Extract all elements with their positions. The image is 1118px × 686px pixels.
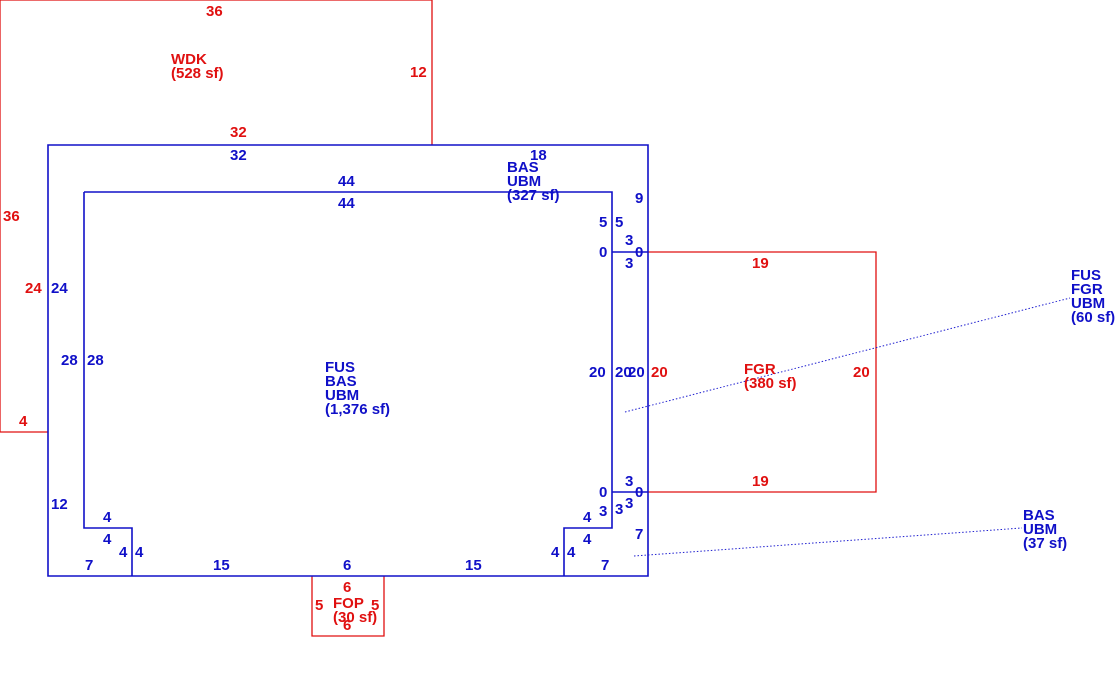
dim-inner-left-b: 28 (87, 352, 104, 369)
main-line3: UBM (325, 387, 359, 404)
dim-right-0a: 0 (599, 244, 607, 261)
dim-fop-top: 6 (343, 579, 351, 596)
dim-right-7a: 7 (635, 526, 643, 543)
dim-right-0b: 0 (635, 244, 643, 261)
dim-br-4b: 4 (583, 531, 592, 548)
dim-wdk-bottom-left: 4 (19, 413, 28, 430)
dim-right-0c: 0 (599, 484, 607, 501)
fus-fgr-line1: FUS (1071, 267, 1101, 284)
leader-fus-fgr (624, 297, 1071, 413)
dim-bottom-6: 6 (343, 557, 351, 574)
dim-bottom-15a: 15 (213, 557, 230, 574)
fus-fgr-area: (60 sf) (1071, 309, 1115, 326)
dim-right-5b: 5 (615, 214, 623, 231)
dim-wdk-right: 12 (410, 64, 427, 81)
dim-fgr-bottom: 19 (752, 473, 769, 490)
dim-fop-right: 5 (371, 597, 379, 614)
dim-bottom-15b: 15 (465, 557, 482, 574)
fgr-code: FGR (744, 361, 776, 378)
dim-fop-bottom: 6 (343, 617, 351, 634)
fus-fgr-line3: UBM (1071, 295, 1105, 312)
dim-bl-4c: 4 (119, 544, 128, 561)
bas-top-line1: BAS (507, 159, 539, 176)
main-area: (1,376 sf) (325, 401, 390, 418)
bas-small-line2: UBM (1023, 521, 1057, 538)
dim-right-20b: 20 (615, 364, 632, 381)
dim-right-3e: 3 (599, 503, 607, 520)
dim-right-3d: 3 (625, 495, 633, 512)
dim-bl-4a: 4 (103, 509, 112, 526)
main-inner-outline (83, 191, 613, 576)
dim-right-3b: 3 (625, 255, 633, 272)
dim-br-4c: 4 (551, 544, 560, 561)
dim-inner-top-b: 44 (338, 195, 355, 212)
bas-small-area: (37 sf) (1023, 535, 1067, 552)
dim-bl-4b: 4 (103, 531, 112, 548)
leader-bas-small (633, 527, 1023, 557)
dim-right-3a: 3 (625, 232, 633, 249)
dim-outer-left: 24 (51, 280, 68, 297)
fop-area: (30 sf) (333, 609, 377, 626)
dim-fgr-top: 19 (752, 255, 769, 272)
main-line2: BAS (325, 373, 357, 390)
dim-inner-left-a: 28 (61, 352, 78, 369)
dim-fop-left: 5 (315, 597, 323, 614)
dim-outer-left-lower: 12 (51, 496, 68, 513)
dim-inner-top-a: 44 (338, 173, 355, 190)
dim-wdk-top: 36 (206, 3, 223, 20)
main-line1: FUS (325, 359, 355, 376)
fop-code: FOP (333, 595, 364, 612)
dim-right-5a: 5 (599, 214, 607, 231)
dim-right-9: 9 (635, 190, 643, 207)
dim-bl-7: 7 (85, 557, 93, 574)
wdk-outline (0, 0, 433, 433)
wdk-area: (528 sf) (171, 65, 224, 82)
bas-top-area: (327 sf) (507, 187, 560, 204)
bas-top-line2: UBM (507, 173, 541, 190)
dim-right-0d: 0 (635, 484, 643, 501)
dim-br-4a: 4 (583, 509, 592, 526)
dim-br-4d: 4 (567, 544, 576, 561)
dim-wdk-bottom: 32 (230, 124, 247, 141)
dim-wdk-left: 36 (3, 208, 20, 225)
dim-fgr-right: 20 (853, 364, 870, 381)
fgr-outline (648, 251, 877, 493)
dim-bl-4d: 4 (135, 544, 144, 561)
dim-right-3c: 3 (625, 473, 633, 490)
dim-right-7b: 7 (601, 557, 609, 574)
main-outer-outline (47, 144, 649, 577)
dim-br-3: 3 (615, 501, 623, 518)
fop-outline (311, 576, 385, 637)
wdk-code: WDK (171, 51, 207, 68)
fus-fgr-line2: FGR (1071, 281, 1103, 298)
dim-outer-top-right: 18 (530, 147, 547, 164)
bas-small-line1: BAS (1023, 507, 1055, 524)
fgr-area: (380 sf) (744, 375, 797, 392)
dim-right-20c: 20 (628, 364, 645, 381)
dim-right-20a: 20 (589, 364, 606, 381)
dim-wdk-left-inner: 24 (25, 280, 42, 297)
dim-outer-top: 32 (230, 147, 247, 164)
dim-fgr-left: 20 (651, 364, 668, 381)
